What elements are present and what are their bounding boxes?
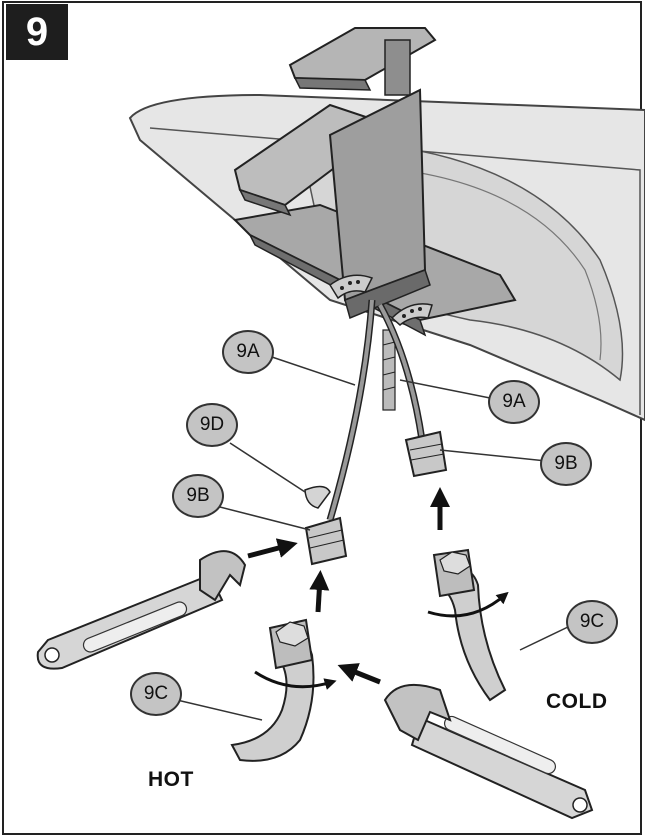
callout-supply-hot: 9C — [130, 672, 182, 716]
callout-hose-left: 9A — [222, 330, 274, 374]
supply-hoses — [326, 299, 426, 521]
direction-arrows — [247, 487, 450, 685]
mounting-hardware — [329, 274, 433, 411]
nut-cold-side — [404, 430, 448, 478]
washer — [304, 485, 331, 509]
supply-line-hot — [230, 618, 315, 762]
step-number-badge: 9 — [6, 4, 68, 60]
nut-hot-side — [304, 516, 348, 566]
hot-label: HOT — [148, 768, 194, 791]
callout-hose-right: 9A — [488, 380, 540, 424]
rotation-arrows — [254, 591, 509, 690]
cold-label: COLD — [546, 690, 608, 713]
callout-supply-cold: 9C — [566, 600, 618, 644]
supply-line-cold — [432, 548, 507, 702]
callout-nut-left: 9B — [172, 474, 224, 518]
callout-nut-right: 9B — [540, 442, 592, 486]
wrench-right — [383, 683, 594, 820]
wrench-left — [36, 550, 247, 670]
callout-washer: 9D — [186, 403, 238, 447]
